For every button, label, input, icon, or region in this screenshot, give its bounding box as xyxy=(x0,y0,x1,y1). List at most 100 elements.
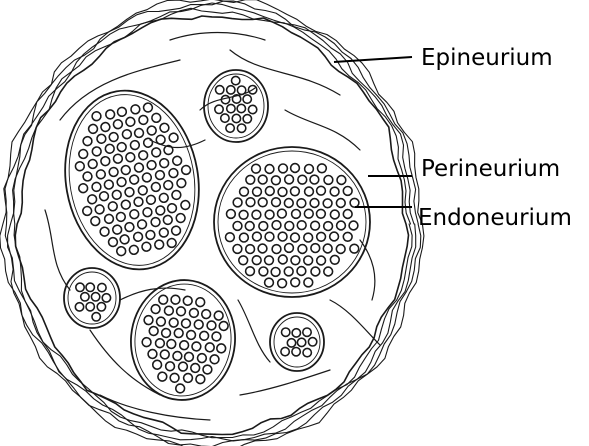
axon xyxy=(148,349,158,359)
axon xyxy=(343,210,352,219)
axon xyxy=(239,256,248,265)
axon xyxy=(155,338,165,348)
axon xyxy=(142,207,152,217)
axon xyxy=(151,113,161,123)
axon xyxy=(272,221,281,230)
axon xyxy=(100,156,110,166)
axon xyxy=(124,187,134,197)
axon xyxy=(214,311,224,321)
axon xyxy=(324,222,333,231)
axon xyxy=(108,201,118,211)
axon xyxy=(233,222,242,231)
axon xyxy=(284,267,293,276)
axon xyxy=(278,209,287,218)
axon xyxy=(330,187,339,196)
axon xyxy=(133,197,143,207)
axon xyxy=(100,122,110,132)
axon xyxy=(304,209,313,218)
epineurium-sheath xyxy=(0,0,424,446)
axon xyxy=(147,125,157,135)
connective-strand xyxy=(45,210,70,290)
axon xyxy=(304,256,313,265)
axon xyxy=(109,132,119,142)
axon xyxy=(243,95,251,103)
axon xyxy=(105,109,115,119)
axon xyxy=(159,227,169,237)
axon xyxy=(265,232,274,241)
axon xyxy=(297,199,306,208)
axon xyxy=(112,190,122,200)
axon xyxy=(133,232,143,242)
fascicle-large-left xyxy=(51,80,212,280)
axon xyxy=(160,350,170,360)
axon xyxy=(196,374,206,384)
axon xyxy=(186,330,196,340)
axon xyxy=(183,373,193,383)
axon xyxy=(291,187,300,196)
axon xyxy=(330,255,339,264)
axon xyxy=(82,171,92,181)
connective-strand xyxy=(330,300,380,345)
axon xyxy=(87,194,97,204)
axon xyxy=(232,114,240,122)
axon xyxy=(105,144,115,154)
axon xyxy=(324,176,333,185)
axon xyxy=(129,209,139,219)
axon xyxy=(75,303,83,311)
axon xyxy=(161,328,171,338)
axon xyxy=(246,198,255,207)
axon xyxy=(143,102,153,112)
label-epineurium: Epineurium xyxy=(421,45,553,71)
axon xyxy=(164,306,174,316)
axon xyxy=(151,304,161,314)
axon xyxy=(258,175,267,184)
axon xyxy=(143,138,153,148)
axon xyxy=(278,188,287,197)
axon xyxy=(317,209,326,218)
axon xyxy=(278,255,287,264)
axon xyxy=(197,353,207,363)
axon xyxy=(237,86,245,94)
axon xyxy=(297,221,306,230)
axon xyxy=(291,256,300,265)
axon xyxy=(170,373,180,383)
axon xyxy=(246,175,255,184)
axon xyxy=(305,165,314,174)
axon xyxy=(285,222,294,231)
axon xyxy=(116,212,126,222)
axon xyxy=(272,245,281,254)
axon xyxy=(81,293,89,301)
axon xyxy=(76,283,84,291)
axon xyxy=(239,210,248,219)
axon xyxy=(271,268,280,277)
axon xyxy=(350,244,359,253)
axon xyxy=(259,222,268,231)
axon xyxy=(205,343,215,353)
axon xyxy=(102,294,110,302)
axon xyxy=(92,146,102,156)
axon xyxy=(149,326,159,336)
axon xyxy=(227,86,235,94)
axon xyxy=(168,133,178,143)
axon xyxy=(317,186,326,195)
epineurium-contour xyxy=(0,0,424,446)
axon xyxy=(158,295,168,305)
axon xyxy=(130,104,140,114)
axon xyxy=(125,117,135,127)
axon xyxy=(317,232,326,241)
axon xyxy=(310,175,319,184)
axon xyxy=(258,198,267,207)
axon xyxy=(99,227,109,237)
axon xyxy=(194,320,204,330)
axon xyxy=(305,187,314,196)
fascicle-small-top xyxy=(204,70,268,142)
axon xyxy=(88,124,98,134)
axon xyxy=(317,256,326,265)
axon xyxy=(284,199,293,208)
axon xyxy=(116,246,126,256)
axon xyxy=(297,338,305,346)
axon xyxy=(163,215,173,225)
axon xyxy=(122,129,132,139)
axon xyxy=(109,167,119,177)
axon xyxy=(159,193,169,203)
